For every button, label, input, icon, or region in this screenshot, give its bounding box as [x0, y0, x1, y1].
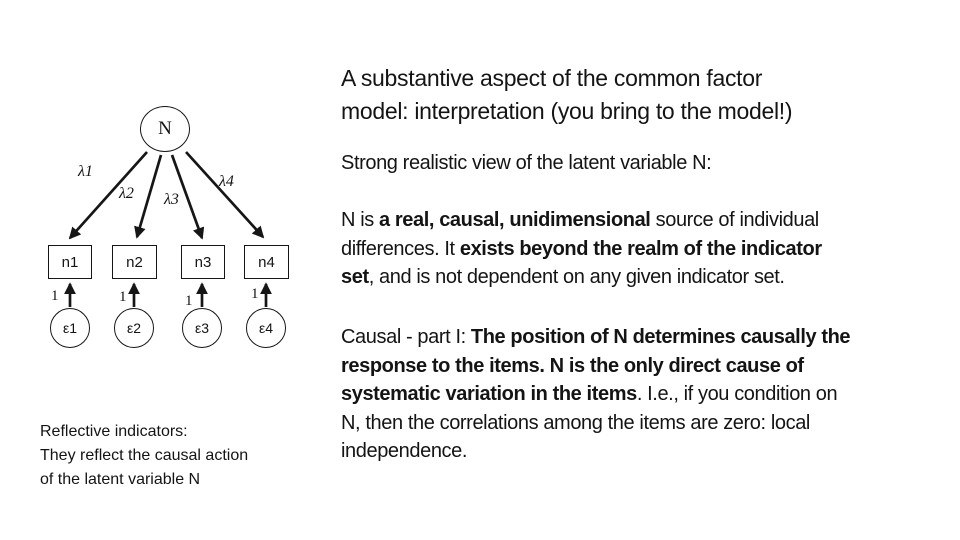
indicator-node-n4: n4: [244, 245, 289, 279]
error-label: ε3: [194, 320, 210, 336]
paragraph-realist-view: N is a real, causal, unidimensional sour…: [341, 209, 822, 288]
loading-label-1: λ1: [78, 163, 93, 180]
indicator-node-n2: n2: [112, 245, 157, 279]
error-label: ε4: [258, 320, 274, 336]
loading-label-3: λ3: [164, 191, 179, 208]
unit-label-2: 1: [119, 289, 127, 305]
indicator-label: n3: [194, 253, 212, 271]
loading-label-4: λ4: [219, 173, 234, 190]
diagram-caption: Reflective indicators:They reflect the c…: [40, 423, 249, 488]
indicator-node-n3: n3: [181, 245, 225, 279]
slide-title: A substantive aspect of the common facto…: [341, 65, 793, 124]
indicator-label: n1: [61, 253, 79, 271]
error-node-e1: ε1: [50, 308, 90, 348]
loading-arrow-2: [134, 154, 163, 239]
indicator-node-n1: n1: [48, 245, 92, 279]
error-node-e4: ε4: [246, 308, 286, 348]
loading-label-2: λ2: [119, 185, 134, 202]
error-node-e3: ε3: [182, 308, 222, 348]
error-label: ε2: [126, 320, 142, 336]
indicator-label: n2: [126, 253, 143, 271]
paragraph-causal-part1: Causal - part I: The position of N deter…: [341, 326, 851, 462]
loading-arrow-4: [184, 151, 265, 239]
latent-factor-node: N: [140, 106, 190, 152]
unit-label-3: 1: [185, 293, 193, 309]
unit-label-4: 1: [251, 286, 259, 302]
error-label: ε1: [62, 320, 78, 336]
unit-label-1: 1: [51, 288, 59, 304]
slide-subtitle: Strong realistic view of the latent vari…: [341, 152, 712, 174]
latent-factor-label: N: [158, 118, 172, 139]
indicator-label: n4: [258, 253, 275, 271]
error-node-e2: ε2: [114, 308, 154, 348]
